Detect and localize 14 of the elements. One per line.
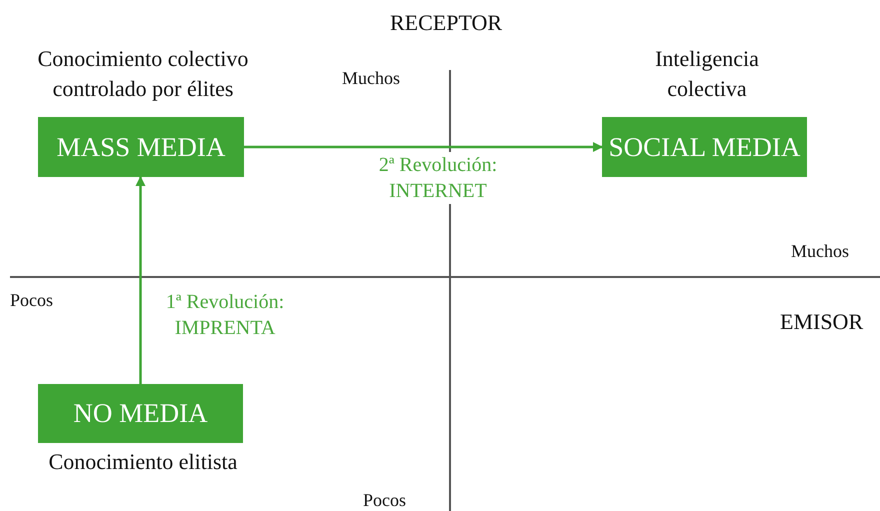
axis-label: Muchos (342, 68, 400, 89)
box-caption: Conocimiento elitista (48, 448, 238, 476)
media-box: MASS MEDIA (38, 117, 244, 177)
box-caption: Conocimiento colectivo controlado por élites (36, 45, 250, 103)
box-caption: Inteligencia colectiva (654, 45, 760, 103)
axis-label: RECEPTOR (390, 10, 502, 36)
axis-label: Pocos (10, 290, 54, 311)
axis-label: Pocos (363, 490, 406, 511)
arrow (136, 176, 146, 384)
axis-label: EMISOR (780, 309, 864, 335)
arrow (244, 142, 603, 152)
media-box: SOCIAL MEDIA (602, 117, 807, 177)
media-box: NO MEDIA (38, 384, 243, 443)
axis-label: Muchos (791, 241, 849, 262)
